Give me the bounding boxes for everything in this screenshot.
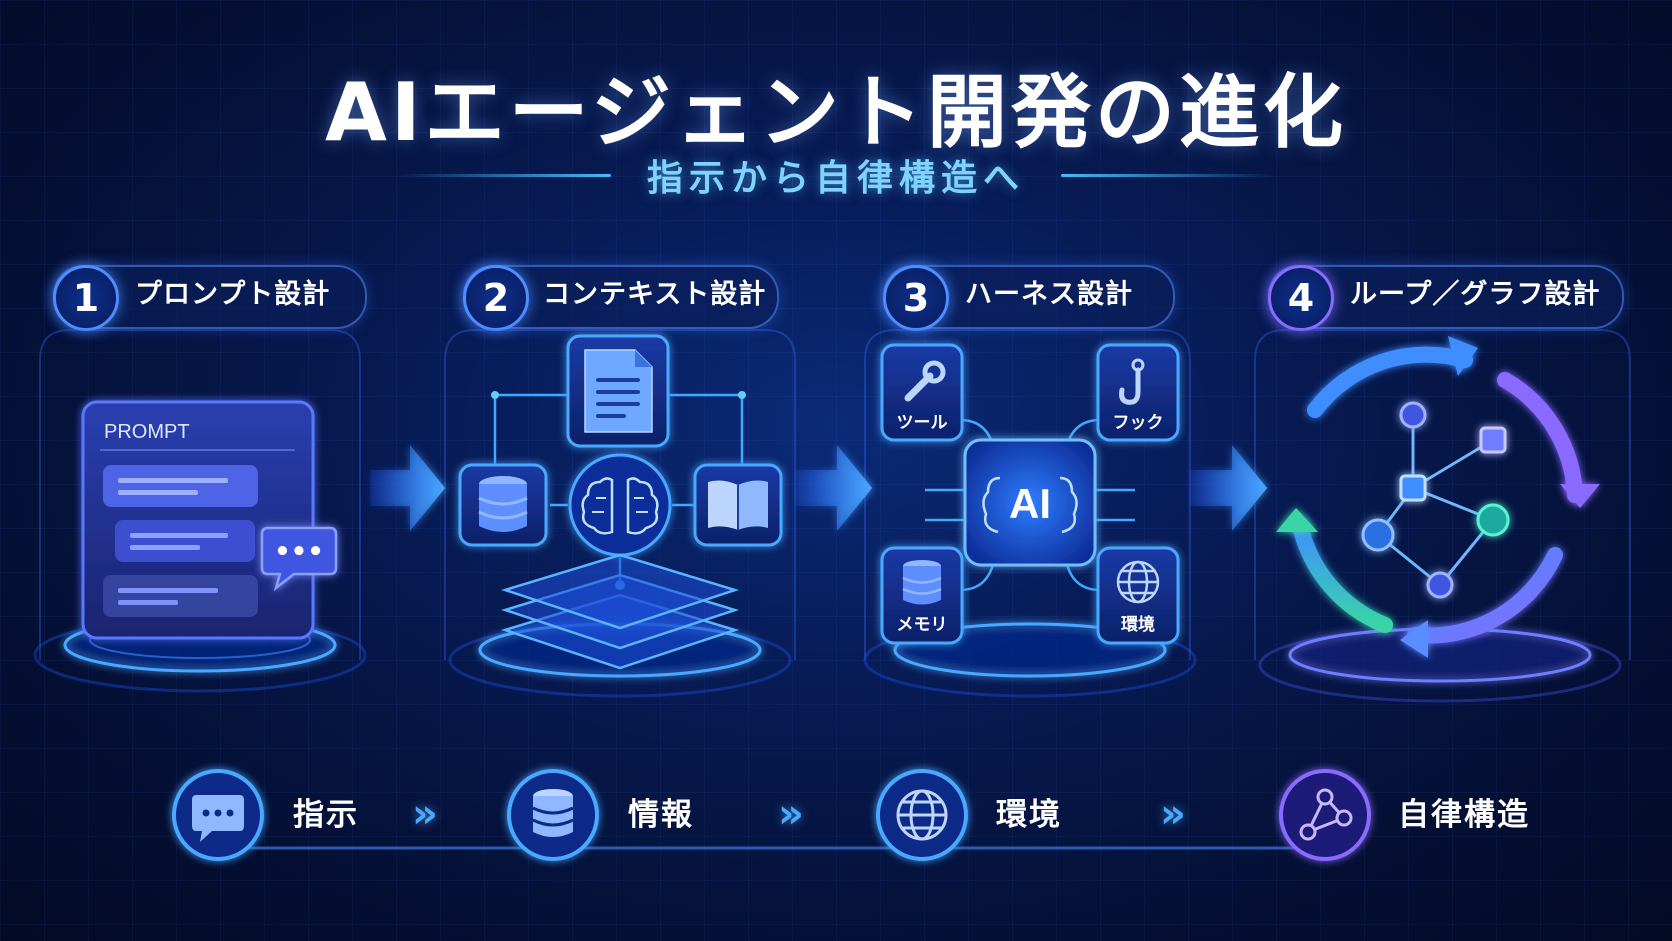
bottom-icon-database bbox=[507, 769, 599, 861]
step-number-1: 1 bbox=[53, 265, 119, 331]
book-icon bbox=[693, 463, 783, 547]
subtitle-line-left bbox=[395, 173, 611, 177]
flow-arrow-1 bbox=[370, 445, 445, 531]
bottom-separator-1: » bbox=[412, 791, 438, 837]
environment-label: 環境 bbox=[1121, 614, 1155, 635]
panel-frame-3 bbox=[864, 329, 1191, 660]
graph-icon bbox=[1299, 788, 1353, 841]
step-header-3: 3 ハーネス設計 bbox=[883, 265, 1175, 331]
panel-frame-2 bbox=[444, 329, 796, 660]
prompt-card-label: PROMPT bbox=[104, 421, 190, 443]
cycle-arrowheads bbox=[1276, 336, 1600, 658]
bottom-label-autonomy: 自律構造 bbox=[1398, 797, 1530, 833]
ai-core: AI bbox=[963, 438, 1097, 567]
database-icon bbox=[458, 463, 548, 547]
hook-icon bbox=[1119, 358, 1145, 405]
hooks-label: フック bbox=[1113, 413, 1164, 433]
step-label-4: ループ／グラフ設計 bbox=[1350, 279, 1601, 310]
graph-edges bbox=[1376, 415, 1495, 587]
platform-3 bbox=[863, 622, 1197, 698]
bottom-label-information: 情報 bbox=[628, 797, 694, 833]
tools-tile: ツール bbox=[880, 343, 964, 442]
globe-icon-small bbox=[1116, 560, 1160, 604]
brain-icon bbox=[568, 453, 672, 557]
step-label-3: ハーネス設計 bbox=[965, 279, 1133, 310]
prompt-card: PROMPT bbox=[81, 400, 315, 640]
step-number-3: 3 bbox=[883, 265, 949, 331]
ai-core-label: AI bbox=[1009, 480, 1051, 527]
tools-label: ツール bbox=[897, 413, 948, 433]
flow-arrow-2 bbox=[795, 445, 872, 531]
subtitle-row: 指示から自律構造へ bbox=[0, 150, 1672, 200]
bottom-separator-2: » bbox=[778, 791, 804, 837]
memory-label: メモリ bbox=[897, 615, 948, 635]
step-number-4: 4 bbox=[1268, 265, 1334, 331]
wrench-icon bbox=[904, 360, 946, 402]
bottom-icon-globe bbox=[876, 769, 968, 861]
step-header-4: 4 ループ／グラフ設計 bbox=[1268, 265, 1624, 331]
page-title: AIエージェント開発の進化 bbox=[324, 66, 1348, 159]
bottom-icon-chat bbox=[172, 769, 264, 861]
document-icon bbox=[566, 334, 670, 448]
hooks-tile: フック bbox=[1096, 343, 1180, 442]
flow-arrow-3 bbox=[1190, 445, 1267, 531]
step-header-1: 1 プロンプト設計 bbox=[53, 265, 367, 331]
chat-bubble-dots: ••• bbox=[274, 537, 324, 567]
step-label-1: プロンプト設計 bbox=[135, 279, 331, 310]
bottom-label-environment: 環境 bbox=[996, 797, 1062, 833]
step-header-2: 2 コンテキスト設計 bbox=[463, 265, 779, 331]
cycle-arrows bbox=[1292, 346, 1583, 644]
bottom-label-instruction: 指示 bbox=[293, 797, 359, 833]
environment-tile: 環境 bbox=[1096, 546, 1180, 645]
subtitle-line-right bbox=[1061, 173, 1276, 177]
globe-icon bbox=[896, 789, 948, 841]
chat-bubble-icon bbox=[192, 795, 244, 842]
step-label-2: コンテキスト設計 bbox=[543, 279, 767, 310]
bottom-separator-3: » bbox=[1160, 791, 1186, 837]
database-icon bbox=[532, 789, 574, 837]
panel-frame-4 bbox=[1254, 329, 1631, 660]
graph-nodes bbox=[1361, 401, 1510, 599]
chat-bubble-icon: ••• bbox=[260, 526, 338, 592]
bottom-icon-graph bbox=[1279, 769, 1371, 861]
memory-tile: メモリ bbox=[880, 546, 964, 645]
memory-database-icon bbox=[902, 560, 942, 605]
context-layers bbox=[500, 553, 740, 670]
page-subtitle: 指示から自律構造へ bbox=[646, 158, 1025, 199]
step-number-2: 2 bbox=[463, 265, 529, 331]
panel-frame-1 bbox=[39, 329, 361, 660]
